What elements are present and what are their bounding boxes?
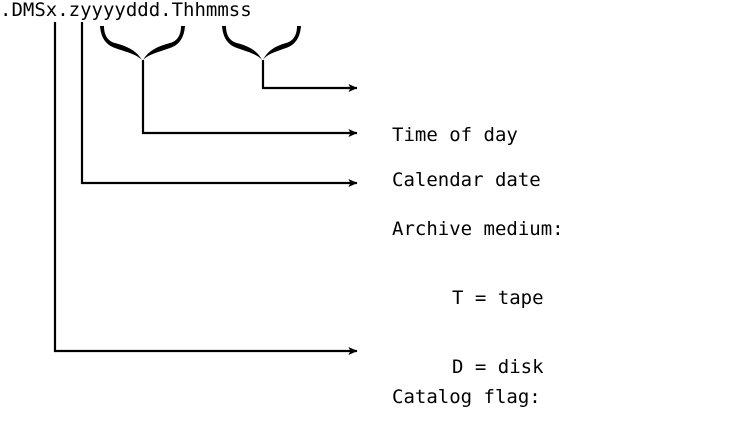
callout-heading: Archive medium: [392,218,564,240]
leader-line-time-of-day [261,60,358,93]
date-brace-icon [100,26,185,60]
leader-line-catalog-flag [53,22,358,356]
callout-heading: Time of day [392,124,518,146]
callout-calendar-date: Calendar date [392,123,541,238]
callout-heading: Calendar date [392,169,541,191]
callout-catalog-flag: Catalog flag: C = cataloged N = not cata… [392,340,646,424]
leader-line-archive-medium [80,22,358,188]
callout-archive-medium: Archive medium: T = tape D = disk C = ca… [392,172,658,424]
dataset-name-pattern: .DMSx.zyyyyddd.Thhmmss [0,0,252,21]
callout-item: T = tape [452,287,544,309]
time-brace-icon [222,26,301,60]
callout-item: D = disk [452,356,544,378]
leader-line-calendar-date [141,60,358,138]
callout-heading: Catalog flag: [392,386,541,408]
callout-time-of-day: Time of day [392,78,518,193]
